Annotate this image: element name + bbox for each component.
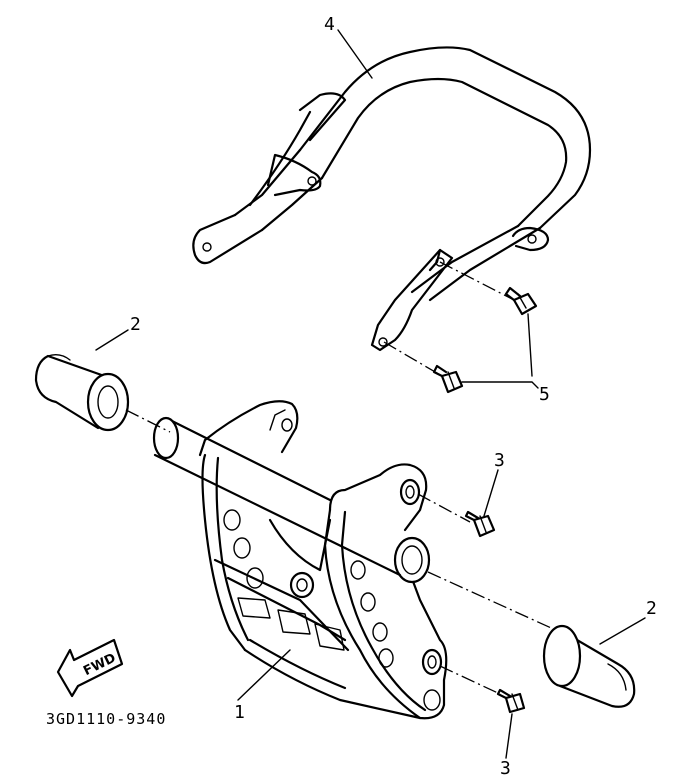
callout-part-5: 5 xyxy=(539,384,550,405)
axis-line-bolt-3-upper xyxy=(417,493,471,523)
end-cap-part-2-left xyxy=(34,353,130,432)
bolt-part-5-upper xyxy=(504,286,538,316)
callout-part-1: 1 xyxy=(234,702,245,723)
axis-line-left-cap xyxy=(125,409,171,433)
bolt-part-3-upper xyxy=(464,510,496,538)
callout-part-3-upper: 3 xyxy=(494,450,505,471)
leader-part-3-lower xyxy=(505,713,513,759)
callout-part-3-lower: 3 xyxy=(500,758,511,776)
axis-line-right-cap xyxy=(427,571,561,633)
leader-part-2-right xyxy=(599,617,646,645)
leader-part-3-upper xyxy=(483,469,499,517)
axis-line-bolt-3-lower xyxy=(439,665,501,695)
callout-part-2-left: 2 xyxy=(130,314,141,335)
drawing-code: 3GD1110-9340 xyxy=(46,710,166,728)
bolt-part-3-lower xyxy=(496,688,526,714)
axis-line-bolt-lower xyxy=(383,341,443,377)
grab-bar-part-4 xyxy=(192,46,592,352)
leader-part-2-left xyxy=(95,329,129,351)
leader-part-5 xyxy=(461,313,539,389)
leader-part-1 xyxy=(237,649,291,701)
end-cap-part-2-right xyxy=(542,624,636,708)
bolt-part-5-lower xyxy=(432,364,464,394)
callout-part-4: 4 xyxy=(324,14,335,35)
axis-line-bolt-upper xyxy=(439,261,515,301)
forward-direction-arrow: FWD xyxy=(56,638,124,698)
leader-part-4 xyxy=(337,29,373,79)
skid-bumper-part-1 xyxy=(152,400,448,720)
callout-part-2-right: 2 xyxy=(646,598,657,619)
